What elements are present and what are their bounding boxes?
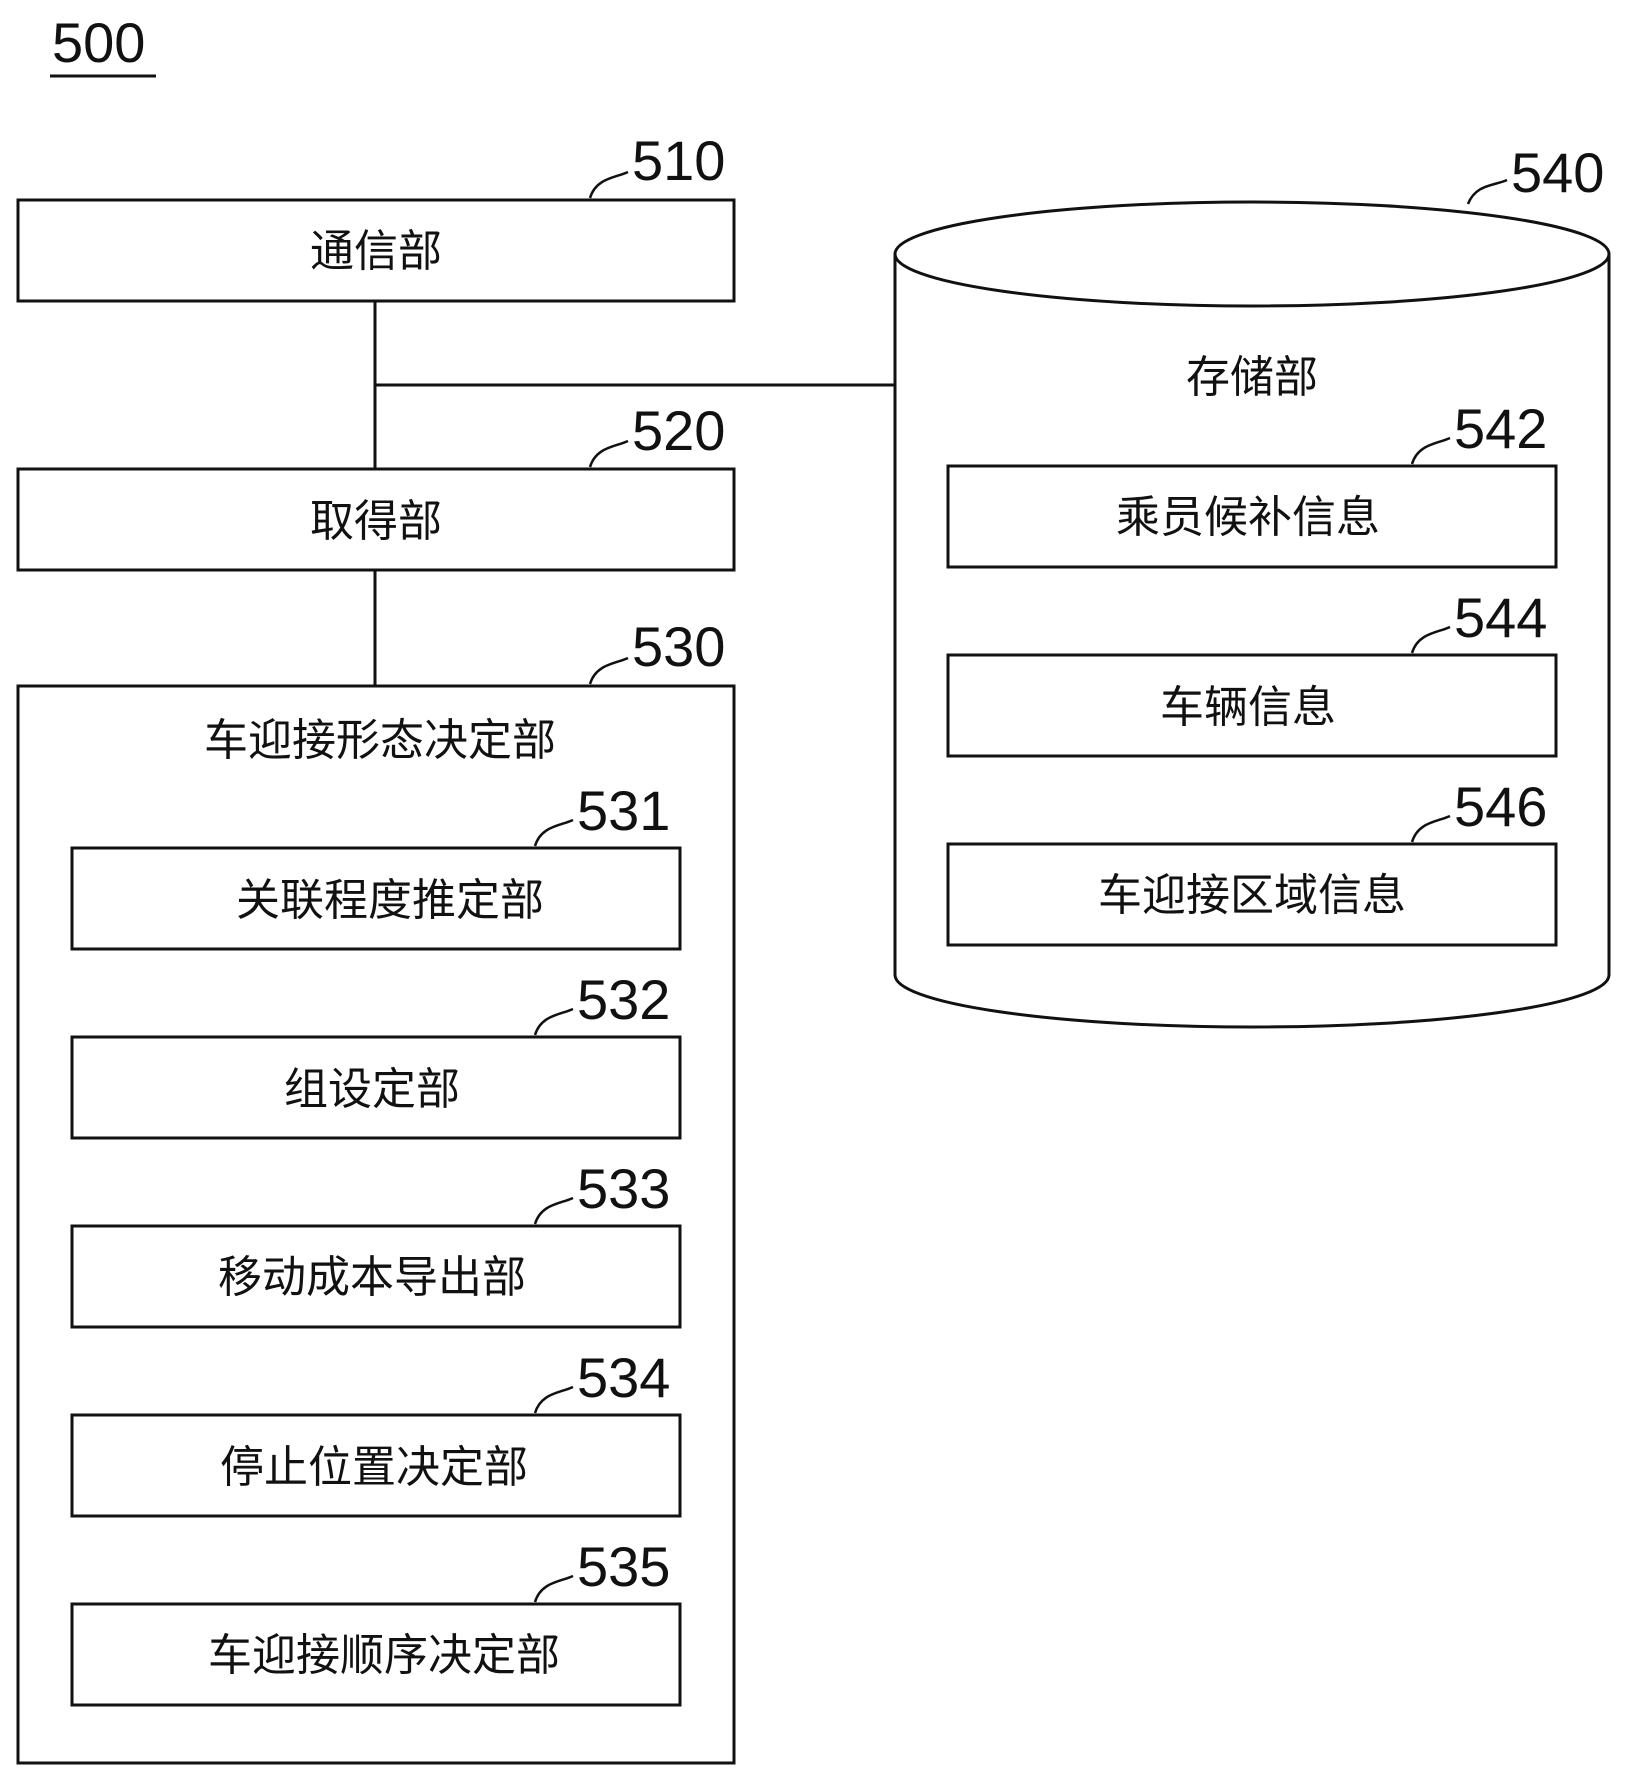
sub-block-532-label: 组设定部 (284, 1064, 460, 1115)
sub-block-534-rect (70, 1413, 682, 1518)
block-acquire: 取得部 520 (16, 399, 736, 572)
sub-block-532-leader (533, 1007, 574, 1036)
block-comm-ref: 510 (632, 129, 725, 192)
block-acquire-ref: 520 (632, 399, 725, 462)
block-comm-leader (588, 170, 629, 199)
block-comm: 通信部 510 (16, 129, 736, 303)
sub-block-532-rect (70, 1035, 682, 1140)
sub-block-535: 车迎接顺序决定部 535 (70, 1535, 682, 1707)
sub-block-535-label: 车迎接顺序决定部 (208, 1630, 560, 1681)
storage-item-546-label: 车迎接区域信息 (1098, 870, 1406, 921)
storage-item-544-ref: 544 (1454, 586, 1547, 649)
storage-item-546-rect (946, 842, 1558, 947)
sub-block-533-leader (533, 1196, 574, 1225)
storage-leader (1466, 178, 1508, 205)
sub-block-531-rect (70, 846, 682, 951)
sub-block-535-leader (533, 1574, 574, 1603)
storage-item-542-rect (946, 464, 1558, 569)
storage-item-542-ref: 542 (1454, 397, 1547, 460)
storage-item-544-rect (946, 653, 1558, 758)
sub-block-534: 停止位置决定部 534 (70, 1346, 682, 1518)
block-decision-label: 车迎接形态决定部 (204, 715, 556, 766)
storage-item-544-leader (1410, 625, 1451, 654)
storage-cylinder-body (893, 254, 1611, 1029)
block-acquire-label: 取得部 (310, 496, 442, 547)
sub-block-531-label: 关联程度推定部 (236, 875, 544, 926)
sub-block-533-ref: 533 (577, 1157, 670, 1220)
sub-block-535-ref: 535 (577, 1535, 670, 1598)
storage-item-546: 车迎接区域信息 546 (946, 775, 1558, 947)
storage-ref: 540 (1511, 141, 1604, 204)
block-decision: 车迎接形态决定部 530 关联程度推定部 531 组设定部 532 移动成本导出… (16, 615, 736, 1765)
storage-cylinder-top (893, 200, 1611, 308)
figure-ref: 500 (52, 11, 145, 74)
sub-block-532-ref: 532 (577, 968, 670, 1031)
sub-block-534-leader (533, 1385, 574, 1414)
storage-item-546-leader (1410, 814, 1451, 843)
sub-block-535-rect (70, 1602, 682, 1707)
storage-item-542-leader (1410, 436, 1451, 465)
storage-item-542-label: 乘员候补信息 (1116, 492, 1380, 543)
sub-block-534-label: 停止位置决定部 (220, 1442, 528, 1493)
storage-label: 存储部 (1186, 352, 1318, 403)
block-decision-ref: 530 (632, 615, 725, 678)
sub-block-532: 组设定部 532 (70, 968, 682, 1140)
sub-block-533-rect (70, 1224, 682, 1329)
storage-item-544-label: 车辆信息 (1160, 682, 1336, 733)
storage-item-546-ref: 546 (1454, 775, 1547, 838)
block-comm-rect (16, 198, 736, 303)
storage-item-542: 乘员候补信息 542 (946, 397, 1558, 569)
storage-cylinder: 存储部 540 乘员候补信息 542 车辆信息 544 车迎接区域信息 546 (893, 141, 1611, 1029)
sub-block-533: 移动成本导出部 533 (70, 1157, 682, 1329)
block-acquire-leader (588, 439, 629, 468)
block-comm-label: 通信部 (310, 226, 442, 277)
block-decision-leader (588, 656, 629, 685)
sub-block-531-leader (533, 818, 574, 847)
block-acquire-rect (16, 467, 736, 572)
sub-block-533-label: 移动成本导出部 (218, 1252, 526, 1303)
sub-block-531-ref: 531 (577, 779, 670, 842)
storage-item-544: 车辆信息 544 (946, 586, 1558, 758)
sub-block-531: 关联程度推定部 531 (70, 779, 682, 951)
sub-block-534-ref: 534 (577, 1346, 670, 1409)
